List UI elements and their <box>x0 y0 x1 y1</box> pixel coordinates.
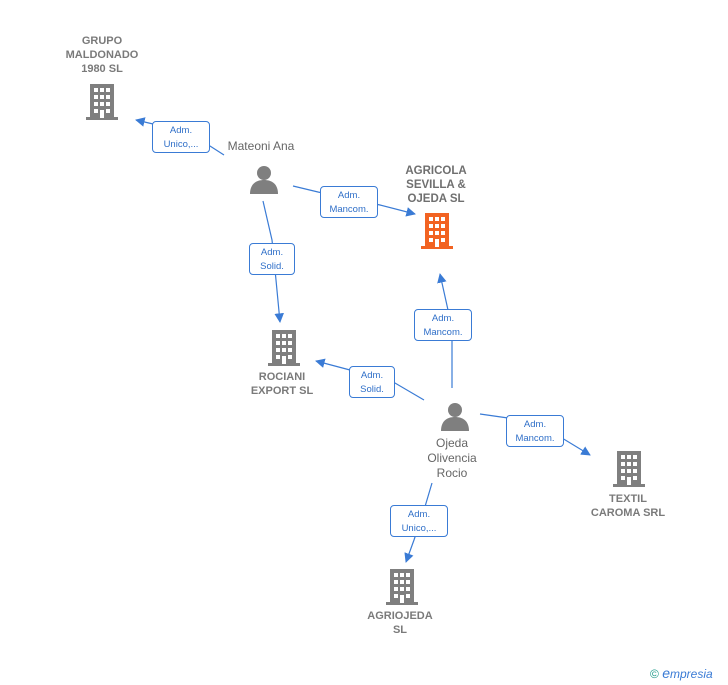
edge-label-ojeda-agricola[interactable]: Adm. Mancom. <box>414 309 472 341</box>
edge-label-ojeda-agriojeda[interactable]: Adm. Unico,... <box>390 505 448 537</box>
person-icon[interactable] <box>250 166 278 194</box>
person-label-ojeda-olivencia-rocio[interactable]: Ojeda Olivencia Rocio <box>427 436 477 480</box>
company-label-grupo-maldonado[interactable]: GRUPO MALDONADO 1980 SL <box>65 35 139 75</box>
building-icon[interactable] <box>421 213 453 249</box>
building-icon[interactable] <box>386 569 418 605</box>
person-icon[interactable] <box>441 403 469 431</box>
person-label-mateoni-ana[interactable]: Mateoni Ana <box>227 139 295 153</box>
brand-logo: empresia <box>662 665 713 681</box>
company-label-rociani-export[interactable]: ROCIANI EXPORT SL <box>250 371 314 397</box>
edge-label-mateoni-rociani[interactable]: Adm. Solid. <box>249 243 295 275</box>
copyright-symbol: © <box>650 667 659 681</box>
edge-label-mateoni-agricola[interactable]: Adm. Mancom. <box>320 186 378 218</box>
edge-label-ojeda-textil[interactable]: Adm. Mancom. <box>506 415 564 447</box>
edge-label-mateoni-grupo[interactable]: Adm. Unico,... <box>152 121 210 153</box>
copyright-footer: © empresia <box>650 665 713 681</box>
edge-label-ojeda-rociani[interactable]: Adm. Solid. <box>349 366 395 398</box>
company-label-agricola-sevilla-ojeda[interactable]: AGRICOLA SEVILLA & OJEDA SL <box>405 165 467 205</box>
company-label-agriojeda[interactable]: AGRIOJEDA SL <box>367 610 433 636</box>
building-icon[interactable] <box>86 84 118 120</box>
building-icon[interactable] <box>268 330 300 366</box>
building-icon[interactable] <box>613 451 645 487</box>
company-label-textil-caroma[interactable]: TEXTIL CAROMA SRL <box>590 493 666 519</box>
